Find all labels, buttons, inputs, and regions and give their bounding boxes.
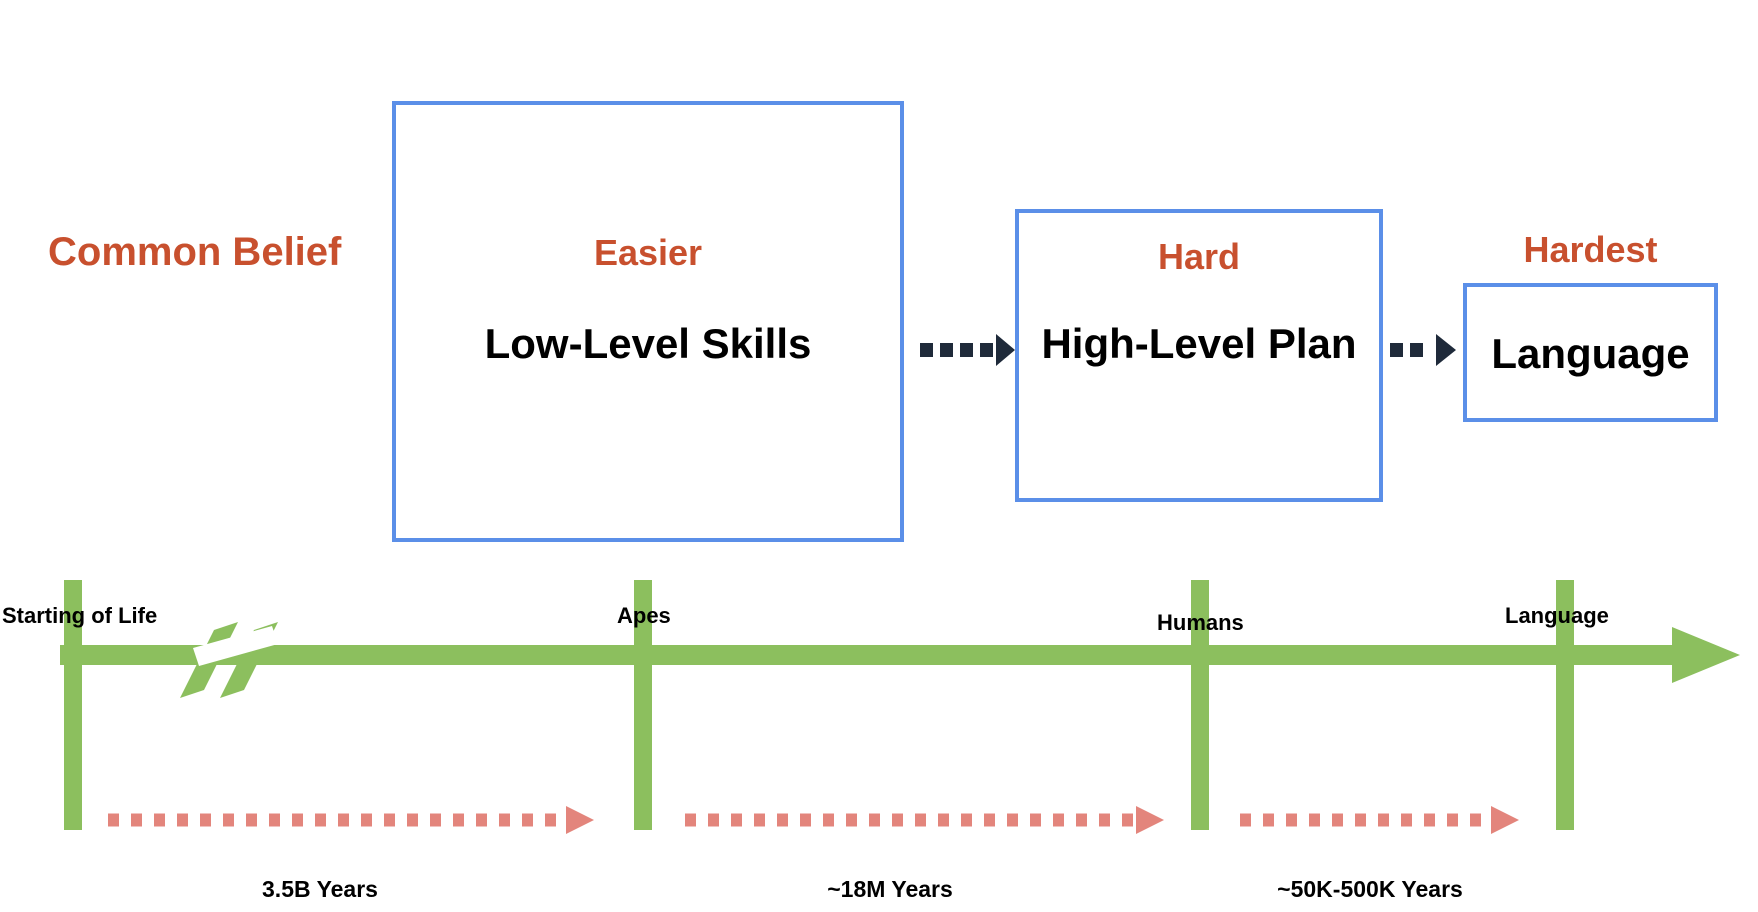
- timeline-axis: [60, 645, 1680, 665]
- timeline-label-language: Language: [1505, 603, 1609, 628]
- box-title-language: Language: [1491, 330, 1690, 377]
- tier-label-hardest: Hardest: [1523, 229, 1658, 270]
- common-belief-label: Common Belief: [48, 230, 342, 274]
- dotted-arrow-icon-span-3: [1240, 806, 1519, 834]
- box-title-low-level-skills: Low-Level Skills: [484, 320, 812, 367]
- tier-label-easier: Easier: [593, 232, 703, 273]
- timeline-label-apes: Apes: [617, 603, 671, 628]
- timeline-label-humans: Humans: [1157, 610, 1244, 635]
- axis-break-icon: [180, 622, 278, 698]
- box-title-high-level-plan: High-Level Plan: [1041, 320, 1357, 367]
- timeline-tick-starting-of-life[interactable]: [64, 580, 82, 830]
- timeline-duration-3-5b-years: 3.5B Years: [262, 876, 378, 902]
- timeline-duration-18m-years: ~18M Years: [827, 876, 953, 902]
- timeline-tick-language[interactable]: [1556, 580, 1574, 830]
- dotted-arrow-icon-low-to-high: [920, 334, 1015, 366]
- dotted-arrow-icon-high-to-language: [1390, 334, 1456, 366]
- dotted-arrow-icon-span-1: [108, 806, 594, 834]
- timeline-duration-50k-500k-years: ~50K-500K Years: [1277, 876, 1463, 902]
- timeline-arrowhead-icon: [1672, 627, 1740, 683]
- tier-label-hard: Hard: [1157, 236, 1241, 277]
- timeline-tick-humans[interactable]: [1191, 580, 1209, 830]
- timeline-label-starting-of-life: Starting of Life: [2, 603, 158, 628]
- dotted-arrow-icon-span-2: [685, 806, 1164, 834]
- concept-box-language[interactable]: Language: [1463, 283, 1718, 422]
- concept-box-high-level-plan[interactable]: Hard High-Level Plan: [1015, 209, 1383, 502]
- concept-box-low-level-skills[interactable]: Easier Low-Level Skills: [392, 101, 904, 542]
- timeline-tick-apes[interactable]: [634, 580, 652, 830]
